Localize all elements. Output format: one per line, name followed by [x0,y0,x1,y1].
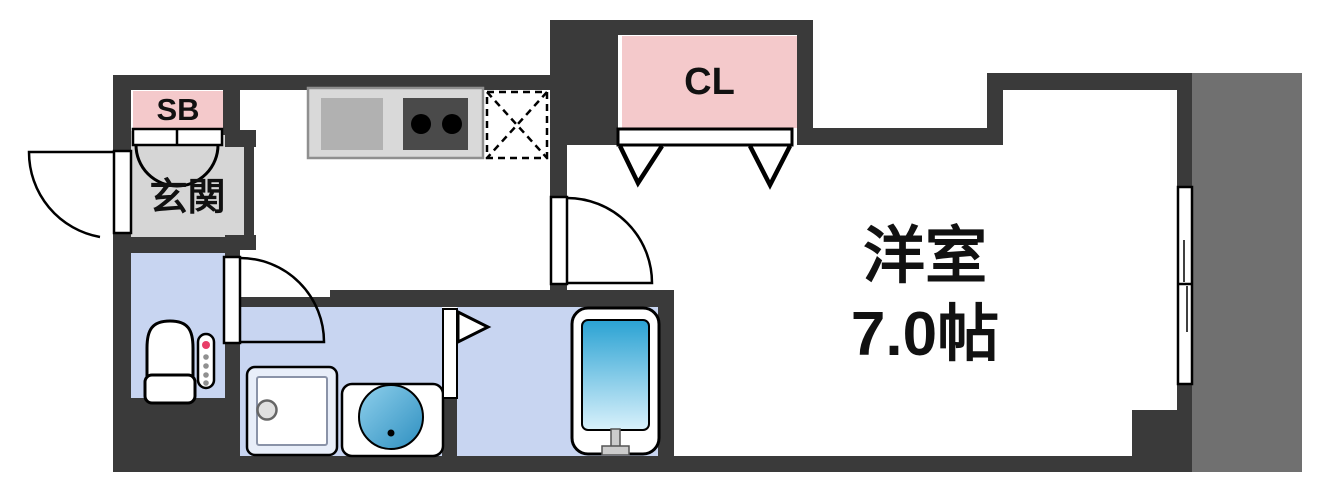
entrance-door-arc [27,150,115,239]
refrigerator-space [485,90,549,160]
wall-closet-right [797,35,813,145]
entrance-label: 玄関 [149,176,226,219]
closet-folding-door-right [747,144,793,190]
stove-burner-right [442,114,462,134]
sliding-window [1176,185,1194,386]
closet-folding-door-left [617,144,664,188]
washing-machine-drain [256,399,278,421]
toilet-bowl [145,319,195,379]
western-room-label: 洋室 [862,222,987,291]
wall-west-upper [113,75,131,152]
wall-shoe-box-right [223,75,240,135]
wall-washroom-bath-divider [442,397,457,456]
closet-door-track [616,127,794,147]
shoe-cabinet-left-door-arc [134,144,178,188]
western-room-size-label: 7.0帖 [850,300,1000,370]
bathroom-door-swing-triangle [456,309,492,345]
balcony [1192,73,1302,472]
bathroom-door-panel [442,308,458,399]
western-room-label-block: 洋室 7.0帖 [725,218,1125,374]
shoe-box-label: SB [156,92,200,127]
wall-south [113,456,1192,472]
wall-entrance-step-cap-top [225,130,256,147]
hall-door-arc [566,196,654,285]
wall-toilet-top [113,237,240,253]
wall-room-left-lower [550,283,567,307]
shoe-box-area [133,91,223,130]
wall-south-east-notch [1132,410,1192,456]
toilet-seat-base [143,373,197,405]
toilet-control-panel [196,332,216,390]
toilet-door-leaf [222,255,242,345]
wall-room-top [987,73,1192,90]
wall-step-vertical [987,73,1003,145]
wall-southwest-block [113,398,228,456]
wall-room-right-upper [1177,73,1192,187]
shoe-cabinet-right-door-arc [176,144,220,188]
wall-toilet-right-lower [225,342,240,456]
wall-room-top-step [813,128,1003,145]
toilet-panel-power-dot [202,341,210,349]
hall-door-leaf [549,195,569,286]
wash-basin-bowl [358,384,424,450]
bathtub-faucet-stem [610,428,621,449]
bathtub-faucet-base [601,445,630,456]
wall-closet-block [550,20,618,145]
kitchen-sink [321,98,383,150]
stove-burner-left [411,114,431,134]
toilet-door-arc [239,256,326,344]
entrance-door-leaf [112,149,133,235]
entrance-step-line [244,147,254,235]
washroom-step-partition [240,297,333,307]
wall-room-left-upper [550,145,567,198]
wall-closet-top [618,20,813,35]
wash-basin-drain [387,429,395,437]
wall-north [113,75,550,90]
toilet-panel-buttons [203,354,209,386]
closet-area [622,36,797,128]
wall-bathroom-right [658,290,674,456]
closet-label: CL [684,60,735,103]
wall-toilet-right-stub [225,247,240,258]
wall-washroom-top [330,290,674,307]
bathtub-inner [581,319,650,431]
